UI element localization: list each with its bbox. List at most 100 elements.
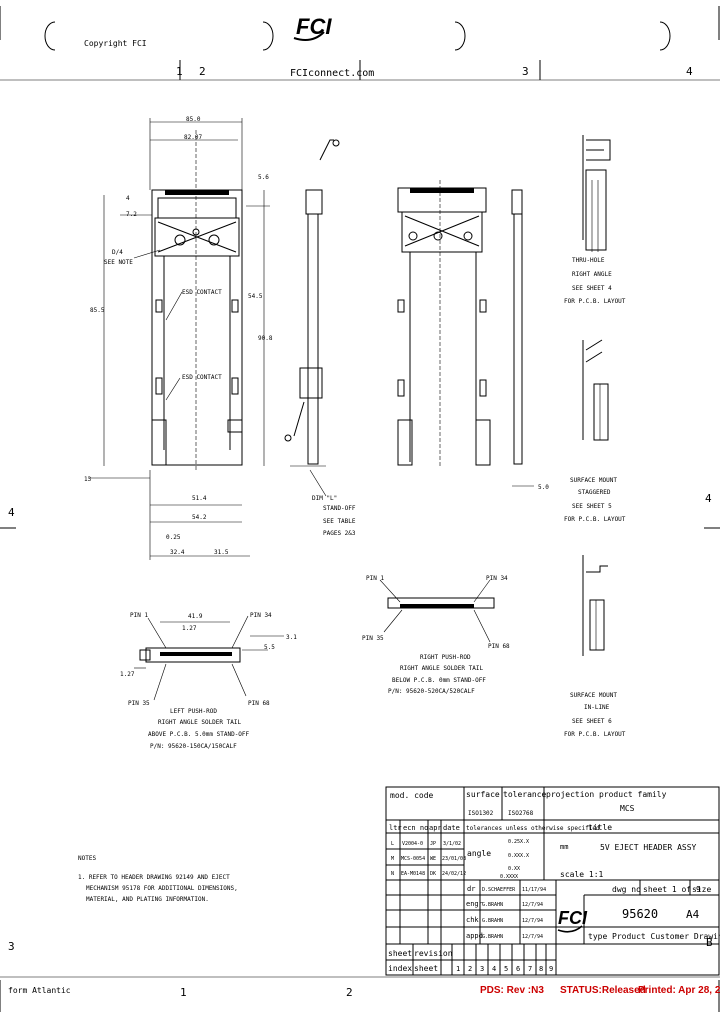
zone-2: 2 bbox=[199, 65, 206, 78]
tb-rev-m-date: 23/01/03 bbox=[442, 856, 466, 862]
tb-rev-m-ecn: MCS-0054 bbox=[401, 856, 425, 862]
rpr-caption4: P/N: 95620-520CA/520CALF bbox=[388, 688, 475, 695]
tb-size-label: size bbox=[692, 885, 711, 894]
esd-contact-upper: ESD CONTACT bbox=[182, 289, 222, 296]
zone-3: 3 bbox=[522, 65, 529, 78]
tb-rev-h-date: date bbox=[443, 824, 460, 832]
rpr-pin68: PIN 68 bbox=[488, 643, 510, 650]
tb-logo-text: FCI bbox=[558, 908, 588, 928]
lpr-dim-127b: 1.27 bbox=[120, 671, 135, 678]
tb-tolerance-val: ISO2768 bbox=[508, 810, 534, 817]
tb-type-label: type bbox=[588, 932, 607, 941]
tb-surface-val: ISO1302 bbox=[468, 810, 494, 817]
rpr-pin1: PIN 1 bbox=[366, 575, 384, 582]
tb-projection-family: projection product family bbox=[546, 790, 667, 799]
tb-angle-val4: 0.XXXX bbox=[500, 874, 518, 880]
tb-appd-name: G.BRAHN bbox=[482, 934, 503, 940]
tb-sheet-number: 7 bbox=[528, 965, 532, 973]
tb-rev-l-date: 3/1/02 bbox=[443, 841, 461, 847]
tb-sheet-number: 6 bbox=[516, 965, 520, 973]
variant2-line1: SURFACE MOUNT bbox=[570, 477, 617, 484]
right-dim-5: 5.0 bbox=[538, 484, 549, 491]
esd-contact-lower: ESD CONTACT bbox=[182, 374, 222, 381]
variant-smt-staggered bbox=[582, 339, 609, 441]
variant3-line4: FOR P.C.B. LAYOUT bbox=[564, 731, 626, 738]
notes-line1: 1. REFER TO HEADER DRAWING 92149 AND EJE… bbox=[78, 874, 230, 881]
tb-size: A4 bbox=[686, 908, 700, 921]
tb-type-val: Product Customer Drawing bbox=[612, 932, 720, 941]
tb-rev-n-ecn: EA-M0148 bbox=[401, 871, 425, 877]
tb-rev-m-ltr: M bbox=[391, 856, 394, 862]
notes-title: NOTES bbox=[78, 855, 96, 862]
footer-form: form Atlantic bbox=[8, 986, 71, 995]
right-side-view bbox=[511, 189, 534, 487]
variant1-line2: RIGHT ANGLE bbox=[572, 271, 612, 278]
tb-index-label: index bbox=[388, 964, 412, 973]
tb-mod-code: mod. code bbox=[390, 791, 434, 800]
tb-sheet-label: sheet 1 of 9 bbox=[643, 885, 701, 894]
tb-dr: dr bbox=[467, 885, 475, 893]
tb-rev-m-apr: WE bbox=[430, 856, 436, 862]
dim-8207: 82.07 bbox=[184, 134, 202, 141]
tb-sheet-number: 1 bbox=[456, 965, 460, 973]
lpr-dim-31: 3.1 bbox=[286, 634, 297, 641]
dim-85: 85.0 bbox=[186, 116, 201, 123]
tb-chk-date: 12/7/94 bbox=[522, 918, 543, 924]
tb-angle-val1: 0.25X.X bbox=[508, 839, 529, 845]
lpr-caption3: ABOVE P.C.B. 5.0mm STAND-OFF bbox=[148, 731, 250, 738]
tb-engr-name: G.BRAHN bbox=[482, 902, 503, 908]
dim-d4: D/4 bbox=[112, 249, 123, 256]
variant1-line4: FOR P.C.B. LAYOUT bbox=[564, 298, 626, 305]
rpr-caption2: RIGHT ANGLE SOLDER TAIL bbox=[400, 665, 483, 672]
lpr-pin35: PIN 35 bbox=[128, 700, 150, 707]
tb-rev-h-ecn: ecn no bbox=[403, 824, 428, 832]
rpr-pin34: PIN 34 bbox=[486, 575, 508, 582]
tb-rev-l-ltr: L bbox=[391, 841, 394, 847]
footer-pds: PDS: Rev :N3 bbox=[480, 985, 544, 996]
lpr-dim-127a: 1.27 bbox=[182, 625, 197, 632]
footer-zone2: 2 bbox=[346, 986, 353, 999]
tb-appd-date: 12/7/94 bbox=[522, 934, 543, 940]
tb-sheet-number: 4 bbox=[492, 965, 496, 973]
notes-line3: MATERIAL, AND PLATING INFORMATION. bbox=[86, 896, 209, 903]
tb-title-label: title bbox=[588, 823, 612, 832]
tb-chk-name: G.BRAHN bbox=[482, 918, 503, 924]
dim-72: 7.2 bbox=[126, 211, 137, 218]
zone-4: 4 bbox=[686, 65, 693, 78]
side-label-standoff: STAND-OFF bbox=[323, 505, 356, 512]
tb-appd: appd bbox=[466, 932, 483, 940]
side-label-table: SEE TABLE bbox=[323, 518, 356, 525]
tb-dims-unit: mm bbox=[560, 843, 568, 851]
border-mark-left-bottom: 3 bbox=[8, 940, 15, 953]
tb-dwg-no-label: dwg no bbox=[612, 885, 641, 894]
copyright-text: Copyright FCI bbox=[84, 39, 147, 48]
tb-tolerance: tolerance bbox=[503, 790, 547, 799]
variant2-line4: FOR P.C.B. LAYOUT bbox=[564, 516, 626, 523]
header-body bbox=[165, 190, 229, 195]
tb-engr: engr bbox=[466, 900, 483, 908]
tb-sheet-number: 2 bbox=[468, 965, 472, 973]
tb-surface: surface bbox=[466, 790, 500, 799]
border-mark-right-bottom: B bbox=[706, 936, 713, 949]
tb-revision-label: revision bbox=[414, 949, 453, 958]
tb-dr-date: 11/17/94 bbox=[522, 887, 546, 893]
rpr-caption1: RIGHT PUSH-ROD bbox=[420, 654, 471, 661]
right-pushrod-view bbox=[379, 579, 495, 643]
zone-1: 1 bbox=[176, 65, 183, 78]
tb-engr-date: 12/7/94 bbox=[522, 902, 543, 908]
tb-angle-val3: 0.XX bbox=[508, 866, 520, 872]
border-mark-right: 4 bbox=[705, 492, 712, 505]
tb-sheet-label2: sheet bbox=[414, 964, 438, 973]
dim-56: 5.6 bbox=[258, 174, 269, 181]
dim-4: 4 bbox=[126, 195, 130, 202]
tb-sheet-number: 8 bbox=[539, 965, 543, 973]
rpr-caption3: BELOW P.C.B. 0mm STAND-OFF bbox=[392, 677, 486, 684]
title-block bbox=[385, 786, 720, 976]
variant-thru-hole bbox=[582, 135, 611, 252]
lpr-pin1: PIN 1 bbox=[130, 612, 148, 619]
tb-sheet-number: 9 bbox=[549, 965, 553, 973]
lpr-caption1: LEFT PUSH-ROD bbox=[170, 708, 217, 715]
variant-smt-inline bbox=[582, 555, 608, 656]
tb-rev-h-apr: apr bbox=[429, 824, 442, 832]
